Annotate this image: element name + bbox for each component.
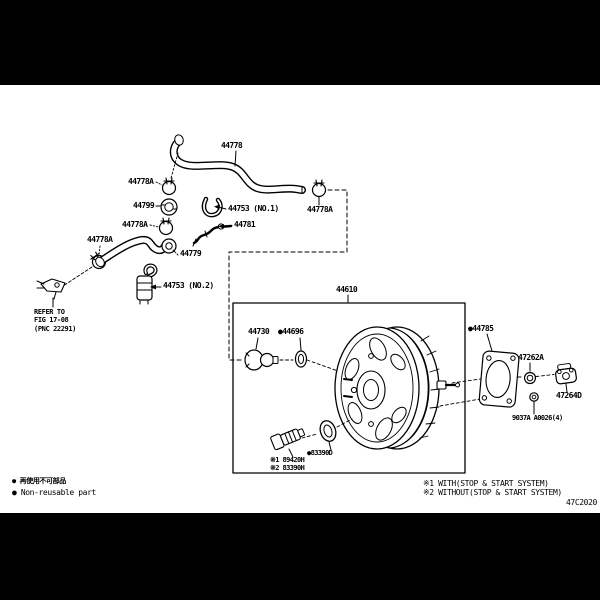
- refer-line-3: (PNC 22291): [34, 324, 76, 333]
- clamp-47264d-drawing: [555, 363, 577, 393]
- dashed-connection-route: [228, 189, 348, 361]
- grommet-44696-drawing: [294, 337, 339, 372]
- label-44753-no1: 44753 (NO.1): [228, 204, 279, 213]
- gasket-44785-drawing: [478, 333, 520, 408]
- grommet-44799-drawing: [160, 198, 178, 216]
- refer-bracket-drawing: [36, 266, 93, 308]
- footnote-1: ※1 WITH(STOP & START SYSTEM): [423, 479, 549, 488]
- refer-line-1: REFER TO: [34, 308, 65, 316]
- refer-line-2: FIG 17-08: [34, 316, 69, 325]
- label-44781: 44781: [234, 220, 256, 229]
- label-83390h: ※2 83390H: [270, 464, 305, 472]
- label-44753-no2: 44753 (NO.2): [163, 281, 214, 290]
- diagram-canvas: [0, 85, 600, 513]
- sensor-89420h-drawing: [270, 428, 318, 458]
- tube-44781-drawing: [192, 223, 233, 247]
- legend-jp-text: 再使用不可部品: [19, 477, 67, 485]
- label-44696: ●44696: [278, 327, 304, 336]
- label-44730: 44730: [248, 327, 270, 336]
- refer-to-note: REFER TO FIG 17-08 (PNC 22291): [34, 308, 76, 333]
- hose-44778-drawing: [169, 134, 306, 194]
- label-44785: ●44785: [468, 324, 494, 333]
- label-47262a: 47262A: [518, 353, 544, 362]
- footnote-2: ※2 WITHOUT(STOP & START SYSTEM): [423, 488, 562, 497]
- label-leader-lines: [98, 150, 320, 290]
- clip-44753-no1-drawing: [201, 196, 223, 218]
- seal-83390d-drawing: [319, 418, 353, 451]
- label-44778: 44778: [221, 141, 243, 150]
- clamp-44778a-3-drawing: [158, 217, 174, 236]
- label-44778a-3: 44778A: [122, 220, 148, 229]
- label-47264d: 47264D: [556, 391, 582, 400]
- label-44610: 44610: [336, 285, 358, 294]
- label-9037a: 9037A A0026(4): [512, 414, 563, 422]
- check-valve-44730-drawing: [244, 337, 294, 371]
- nut-47262a-drawing: [517, 362, 555, 385]
- legend-jp-line: ● 再使用不可部品: [12, 477, 66, 485]
- legend-en-text: Non-reusable part: [20, 488, 96, 497]
- hose-44779-drawing: [95, 235, 177, 268]
- label-89420h: ※1 89420H: [270, 456, 305, 464]
- clamp-44778a-2-drawing: [311, 179, 327, 198]
- valve-44753-no2-drawing: [136, 263, 158, 305]
- label-44799: 44799: [133, 201, 155, 210]
- non-reusable-marker-icon: ●: [12, 477, 16, 485]
- legend-en-line: ● Non-reusable part: [12, 488, 96, 498]
- label-44778a-4: 44778A: [87, 235, 113, 244]
- bolt-9037a-drawing: [529, 392, 539, 415]
- label-44778a-2: 44778A: [307, 205, 333, 214]
- clamp-44778a-1-drawing: [161, 177, 177, 196]
- assembly-box-44610: [232, 294, 466, 474]
- label-83390d: ●83390D: [307, 449, 333, 457]
- figure-code: 47C2020: [566, 498, 597, 507]
- label-44778a-1: 44778A: [128, 177, 154, 186]
- non-reusable-marker-icon: ●: [12, 488, 17, 497]
- label-44779: 44779: [180, 249, 202, 258]
- brake-booster-drawing: [334, 326, 489, 450]
